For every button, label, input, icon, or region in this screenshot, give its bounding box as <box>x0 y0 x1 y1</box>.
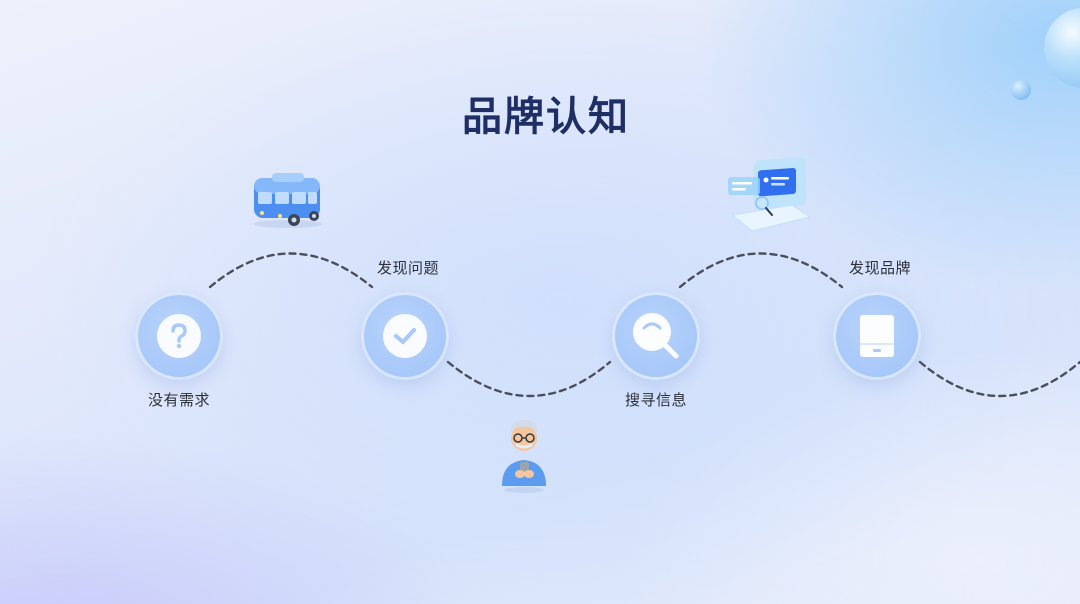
step-label: 没有需求 <box>147 391 210 409</box>
laptop-search-illustration <box>722 155 812 240</box>
bus-illustration <box>248 170 328 230</box>
step-node-no-demand <box>135 292 223 380</box>
page-title: 品牌认知 <box>462 94 630 140</box>
tablet-icon <box>860 315 894 357</box>
question-icon <box>171 323 187 349</box>
step-node-search-info <box>612 292 700 380</box>
step-label: 搜寻信息 <box>624 391 687 409</box>
step-label: 发现问题 <box>376 259 439 277</box>
decorative-sphere-small <box>1011 80 1031 100</box>
step-node-find-brand <box>833 292 921 380</box>
elderly-man-with-phone-illustration <box>496 412 552 494</box>
check-icon <box>394 328 416 344</box>
magnifier-icon <box>633 313 679 359</box>
step-node-find-problem <box>361 292 449 380</box>
step-label: 发现品牌 <box>848 259 911 277</box>
